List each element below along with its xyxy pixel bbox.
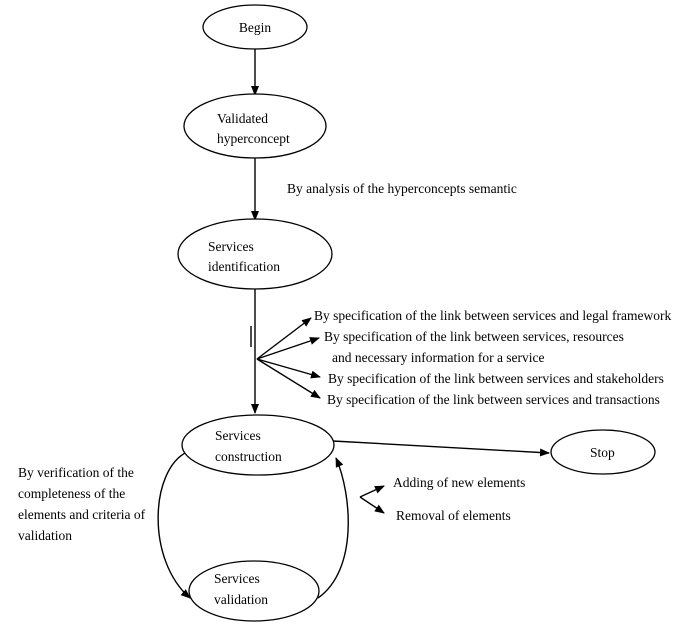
- edge-construction-to-stop: [332, 440, 550, 457]
- arrow-spec-stakeholders: [256, 358, 321, 379]
- edge-validation-to-construction: [317, 457, 349, 599]
- node-identification-label-line1: Services: [208, 239, 254, 254]
- label-spec-legal: By specification of the link between ser…: [314, 308, 671, 323]
- label-spec-resources-line1: By specification of the link between ser…: [324, 329, 624, 344]
- label-spec-resources-line2: and necessary information for a service: [332, 350, 545, 365]
- label-adding: Adding of new elements: [393, 475, 525, 490]
- node-stop: Stop: [550, 429, 656, 475]
- edge-construction-to-validation: [157, 451, 191, 599]
- node-construction-label-line1: Services: [215, 428, 261, 443]
- node-services-validation: Services validation: [188, 560, 320, 622]
- arrow-spec-resources: [256, 337, 320, 360]
- label-verification-line4: validation: [18, 528, 72, 543]
- node-construction-label-line2: construction: [215, 449, 282, 464]
- label-removal: Removal of elements: [396, 508, 511, 523]
- node-begin-label: Begin: [239, 20, 271, 35]
- label-verification-line1: By verification of the: [18, 465, 134, 480]
- arrow-removal: [359, 496, 385, 514]
- arrow-adding: [359, 485, 385, 498]
- node-validated-hyperconcept: Validated hyperconcept: [183, 93, 327, 159]
- arrow-spec-legal: [256, 317, 312, 360]
- node-identification-label-line2: identification: [208, 259, 280, 274]
- node-begin: Begin: [202, 4, 308, 50]
- arrow-spec-transactions: [256, 358, 321, 399]
- node-stop-label: Stop: [590, 445, 615, 460]
- node-services-identification: Services identification: [177, 218, 333, 290]
- label-verification-line3: elements and criteria of: [18, 507, 146, 522]
- node-validated-label-line1: Validated: [217, 111, 268, 126]
- node-validation-label-line1: Services: [214, 571, 260, 586]
- label-verification-line2: completeness of the: [18, 486, 125, 501]
- node-services-construction: Services construction: [181, 414, 335, 476]
- label-spec-stakeholders: By specification of the link between ser…: [328, 371, 664, 386]
- node-validation-label-line2: validation: [214, 592, 268, 607]
- label-spec-transactions: By specification of the link between ser…: [327, 392, 660, 407]
- label-analysis: By analysis of the hyperconcepts semanti…: [287, 181, 517, 196]
- node-validated-label-line2: hyperconcept: [217, 131, 290, 146]
